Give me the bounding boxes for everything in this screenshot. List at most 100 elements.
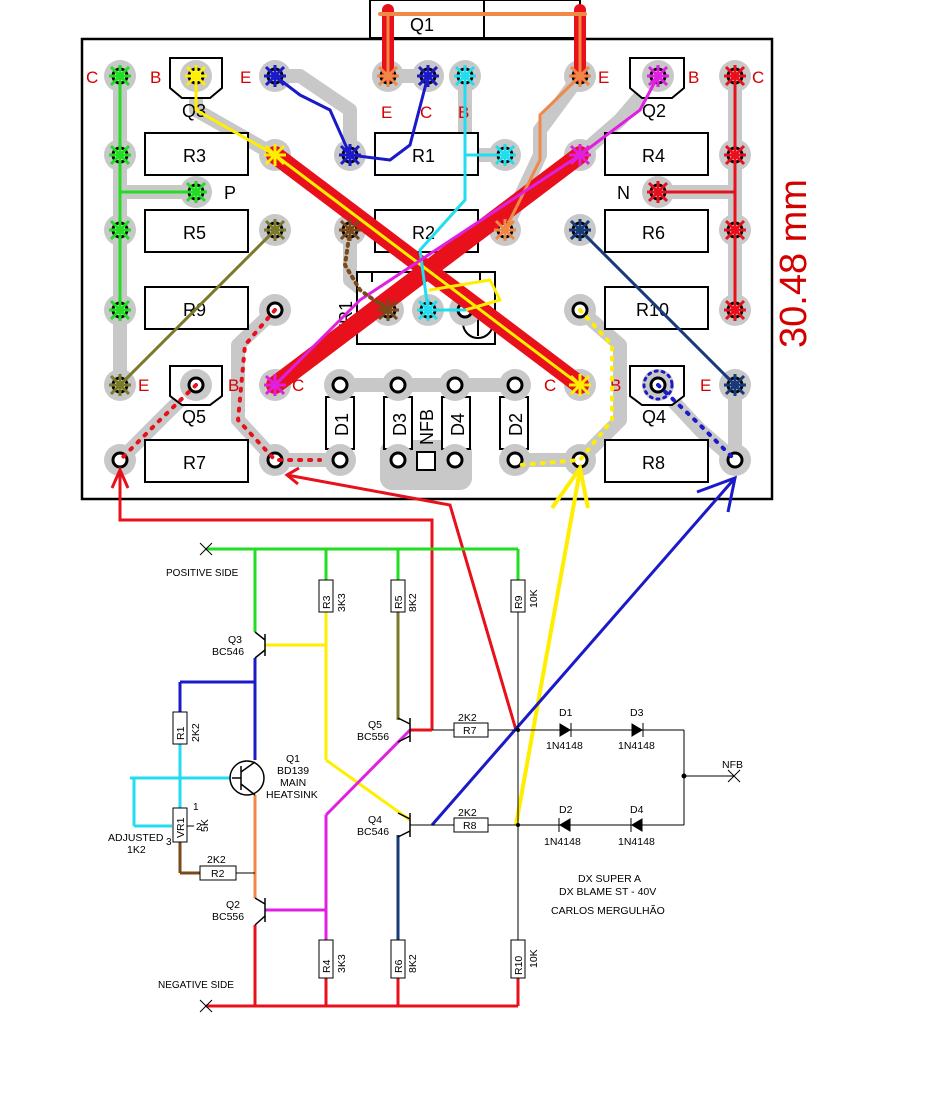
pin-label-p: P bbox=[224, 183, 236, 203]
pad-marker bbox=[645, 179, 671, 205]
r8-label: R8 bbox=[642, 453, 665, 473]
sch-d3-name: D3 bbox=[630, 707, 644, 719]
sch-r4 bbox=[318, 939, 334, 979]
pad-marker bbox=[415, 63, 441, 89]
sch-vr1-pin2: 2 bbox=[196, 822, 202, 833]
q5-label: Q5 bbox=[182, 407, 206, 427]
sch-r9 bbox=[510, 579, 526, 613]
positive-side-label: POSITIVE SIDE bbox=[166, 568, 239, 579]
sch-d1-name: D1 bbox=[559, 707, 573, 719]
pad-marker bbox=[183, 63, 209, 89]
sch-r2-value: 2K2 bbox=[207, 854, 226, 866]
sch-r6-name: R6 bbox=[393, 959, 405, 973]
pad-marker bbox=[567, 372, 593, 398]
schematic-labels: POSITIVE SIDE NEGATIVE SIDE Q3 BC546 Q2 … bbox=[108, 568, 743, 991]
sch-r5-value: 8K2 bbox=[407, 593, 419, 612]
pin-label-b: B bbox=[610, 376, 621, 395]
r1-label: R1 bbox=[412, 146, 435, 166]
adjusted-value: 1K2 bbox=[127, 844, 146, 856]
sch-q3-name: Q3 bbox=[228, 634, 242, 646]
sch-r7-value: 2K2 bbox=[458, 712, 477, 724]
sch-vr1-pin1: 1 bbox=[193, 802, 199, 813]
pin-label-e: E bbox=[700, 376, 711, 395]
sch-d2-name: D2 bbox=[559, 804, 573, 816]
pad-marker bbox=[262, 372, 288, 398]
sch-d1-type: 1N4148 bbox=[546, 740, 583, 752]
sch-r8-value: 2K2 bbox=[458, 807, 477, 819]
nfb-pad bbox=[416, 451, 436, 471]
pin-label-e: E bbox=[381, 103, 392, 122]
pin-label-e: E bbox=[598, 68, 609, 87]
pad bbox=[446, 376, 464, 394]
sch-vr1 bbox=[172, 807, 188, 843]
pad bbox=[389, 376, 407, 394]
pad-marker bbox=[183, 179, 209, 205]
pad-marker bbox=[415, 297, 441, 323]
sch-q4-type: BC546 bbox=[357, 826, 389, 838]
sch-d4-type: 1N4148 bbox=[618, 836, 655, 848]
pin-label-c: C bbox=[420, 103, 432, 122]
r6-label: R6 bbox=[642, 223, 665, 243]
pad-marker bbox=[722, 63, 748, 89]
sch-r6 bbox=[390, 939, 406, 979]
r3-label: R3 bbox=[183, 146, 206, 166]
pad-marker bbox=[567, 217, 593, 243]
r4-label: R4 bbox=[642, 146, 665, 166]
pin-label-c: C bbox=[86, 68, 98, 87]
sch-r4-value: 3K3 bbox=[336, 954, 348, 973]
sch-r1 bbox=[172, 711, 188, 745]
r7-footprint bbox=[144, 439, 249, 483]
adjusted-label: ADJUSTED bbox=[108, 832, 164, 844]
pad bbox=[446, 451, 464, 469]
pin-label-b: B bbox=[150, 68, 161, 87]
pad bbox=[506, 376, 524, 394]
sch-r6-value: 8K2 bbox=[407, 954, 419, 973]
pad-marker bbox=[337, 217, 363, 243]
pad-marker bbox=[262, 142, 288, 168]
sch-q3-type: BC546 bbox=[212, 646, 244, 658]
sch-r3-value: 3K3 bbox=[336, 593, 348, 612]
sch-r9-name: R9 bbox=[513, 595, 525, 609]
pad bbox=[506, 451, 524, 469]
d4-label: D4 bbox=[448, 413, 468, 436]
sch-r9-value: 10K bbox=[528, 589, 540, 608]
pin-label-b: B bbox=[228, 376, 239, 395]
pin-label-c: C bbox=[752, 68, 764, 87]
sch-d2-type: 1N4148 bbox=[544, 836, 581, 848]
negative-side-label: NEGATIVE SIDE bbox=[158, 980, 234, 991]
q2-label: Q2 bbox=[642, 101, 666, 121]
pad-marker bbox=[722, 297, 748, 323]
pin-label-b: B bbox=[688, 68, 699, 87]
r8-footprint bbox=[604, 439, 709, 483]
pad-marker bbox=[107, 142, 133, 168]
pad-marker bbox=[107, 63, 133, 89]
pad-marker bbox=[567, 142, 593, 168]
sch-vr1-name: VR1 bbox=[175, 817, 187, 838]
d4-footprint bbox=[441, 396, 471, 450]
sch-r5-name: R5 bbox=[393, 595, 405, 609]
q1-body bbox=[369, 0, 581, 39]
dimension-label: 30.48 mm bbox=[773, 179, 815, 348]
pad bbox=[331, 451, 349, 469]
pad-marker bbox=[722, 372, 748, 398]
sch-r7-name: R7 bbox=[463, 725, 477, 737]
sch-r5 bbox=[390, 579, 406, 613]
sch-d4-name: D4 bbox=[630, 804, 644, 816]
pad bbox=[331, 376, 349, 394]
pad-marker bbox=[567, 63, 593, 89]
r7-label: R7 bbox=[183, 453, 206, 473]
pad-marker bbox=[722, 217, 748, 243]
pad-marker bbox=[492, 142, 518, 168]
sch-q5-name: Q5 bbox=[368, 719, 382, 731]
sch-q5-type: BC556 bbox=[357, 731, 389, 743]
pad-marker bbox=[262, 217, 288, 243]
sch-vr1-value: 5K bbox=[199, 819, 211, 832]
r10-label: R10 bbox=[636, 300, 669, 320]
r5-footprint bbox=[144, 209, 249, 253]
r1-footprint bbox=[374, 132, 479, 176]
pin-label-c: C bbox=[544, 376, 556, 395]
sch-nfb-label: NFB bbox=[722, 759, 743, 771]
sch-r3-name: R3 bbox=[321, 595, 333, 609]
pad-marker bbox=[722, 142, 748, 168]
